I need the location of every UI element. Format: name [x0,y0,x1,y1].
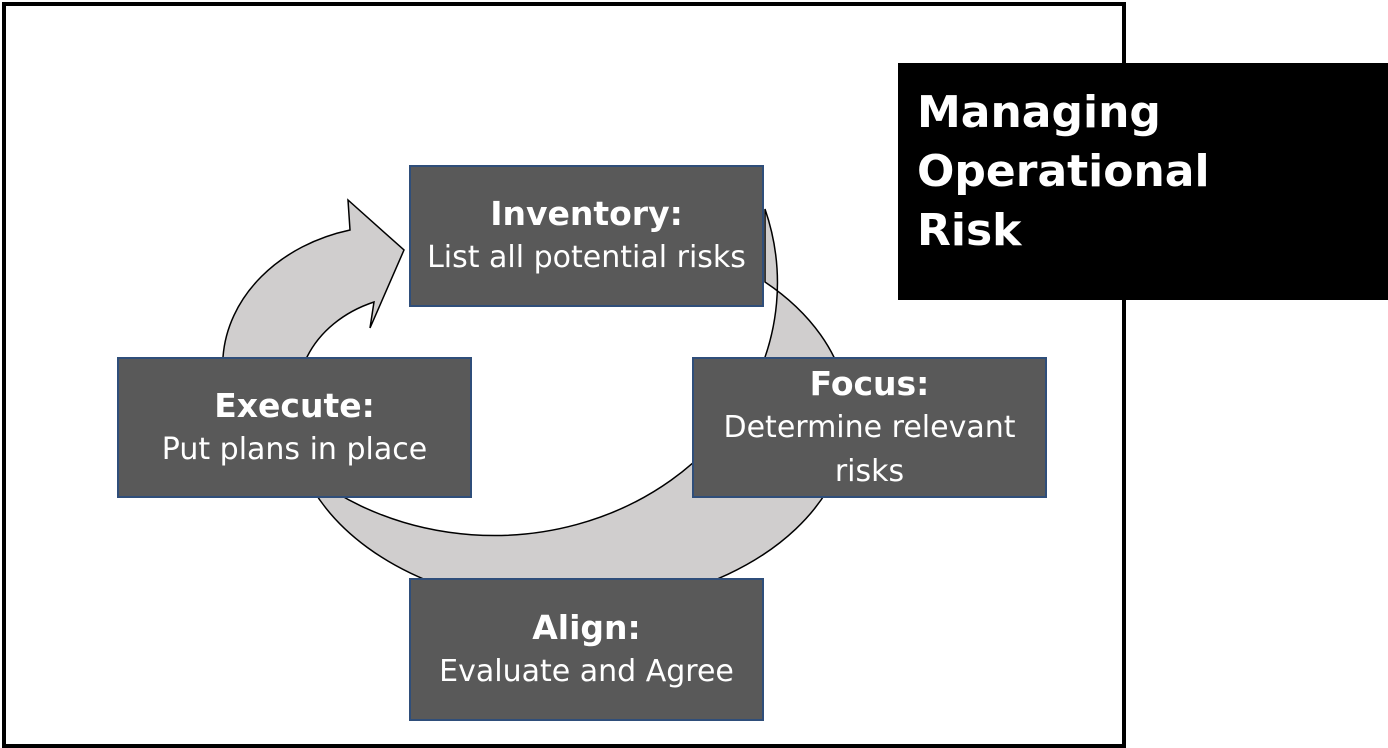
step-focus: Focus: Determine relevant risks [692,357,1047,498]
title-panel: Managing Operational Risk [898,63,1388,300]
title-line-3: Risk [917,205,1022,256]
cycle-arrow [222,198,850,609]
step-inventory-text: List all potential risks [427,240,746,275]
step-focus-heading: Focus: [809,363,930,403]
step-align-heading: Align: [532,607,641,647]
step-execute: Execute: Put plans in place [117,357,472,498]
step-align: Align: Evaluate and Agree [409,578,764,721]
step-align-text: Evaluate and Agree [439,653,734,689]
step-execute-heading: Execute: [214,385,375,425]
title-line-2: Operational [917,146,1210,197]
step-execute-text: Put plans in place [161,431,428,467]
step-focus-text: Determine relevant risks [723,409,1016,489]
step-inventory: Inventory: List all potential risks [409,165,764,307]
title-line-1: Managing [917,87,1161,138]
step-inventory-heading: Inventory: [490,194,683,233]
